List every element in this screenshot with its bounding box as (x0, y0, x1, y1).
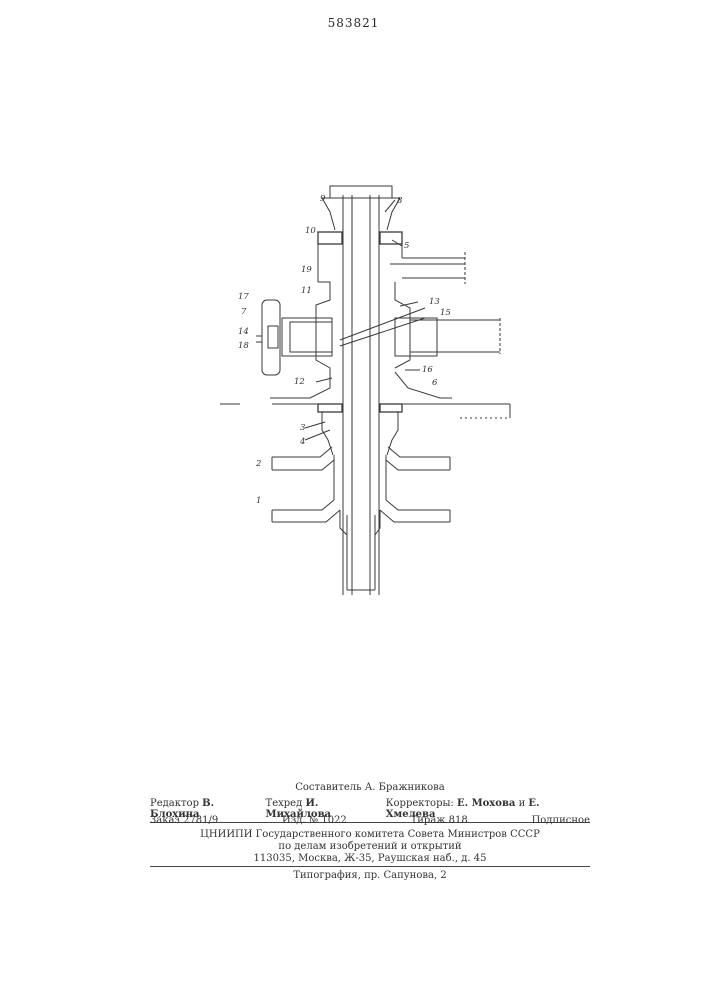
editor-role: Редактор (150, 798, 199, 809)
org-line-2: по делам изобретений и открытий (150, 841, 590, 853)
label-11: 11 (301, 286, 312, 296)
label-5: 5 (404, 241, 409, 251)
label-7: 7 (241, 307, 247, 317)
order-number: Заказ 2781/9 (150, 815, 218, 826)
label-12: 12 (294, 377, 305, 387)
label-9: 9 (320, 194, 326, 204)
drawing-lines (220, 186, 510, 595)
technical-drawing: 9 8 10 5 19 11 17 13 15 7 14 18 16 12 6 … (0, 0, 707, 780)
print-run: Тираж 818 (411, 815, 468, 826)
figure-labels: 9 8 10 5 19 11 17 13 15 7 14 18 16 12 6 … (238, 194, 451, 506)
label-17: 17 (238, 292, 249, 302)
imprint-order-row: Заказ 2781/9 Изд. № 1022 Тираж 818 Подпи… (150, 815, 590, 826)
label-3: 3 (300, 423, 305, 433)
imprint-organization: ЦНИИПИ Государственного комитета Совета … (150, 829, 590, 865)
corrector1-name: Е. Мохова (457, 798, 515, 809)
compiler-role: Составитель (295, 782, 361, 793)
label-19: 19 (301, 265, 312, 275)
label-2: 2 (255, 459, 261, 469)
label-6: 6 (432, 378, 438, 388)
label-16: 16 (422, 365, 433, 375)
compiler-name: А. Бражникова (365, 782, 445, 793)
label-8: 8 (397, 196, 403, 206)
and-word: и (519, 798, 526, 809)
edition-number: Изд. № 1022 (282, 815, 347, 826)
correctors-role: Корректоры: (386, 798, 454, 809)
label-4: 4 (299, 437, 305, 447)
label-15: 15 (440, 308, 451, 318)
subscription: Подписное (532, 815, 590, 826)
label-10: 10 (305, 226, 316, 236)
org-line-3: 113035, Москва, Ж-35, Раушская наб., д. … (150, 853, 590, 865)
label-1: 1 (256, 496, 261, 506)
label-18: 18 (238, 341, 249, 351)
label-14: 14 (238, 327, 249, 337)
label-13: 13 (429, 297, 440, 307)
org-line-1: ЦНИИПИ Государственного комитета Совета … (150, 829, 590, 841)
imprint-compiler: Составитель А. Бражникова (150, 782, 590, 793)
imprint-printshop: Типография, пр. Сапунова, 2 (150, 866, 590, 881)
techred-role: Техред (266, 798, 303, 809)
